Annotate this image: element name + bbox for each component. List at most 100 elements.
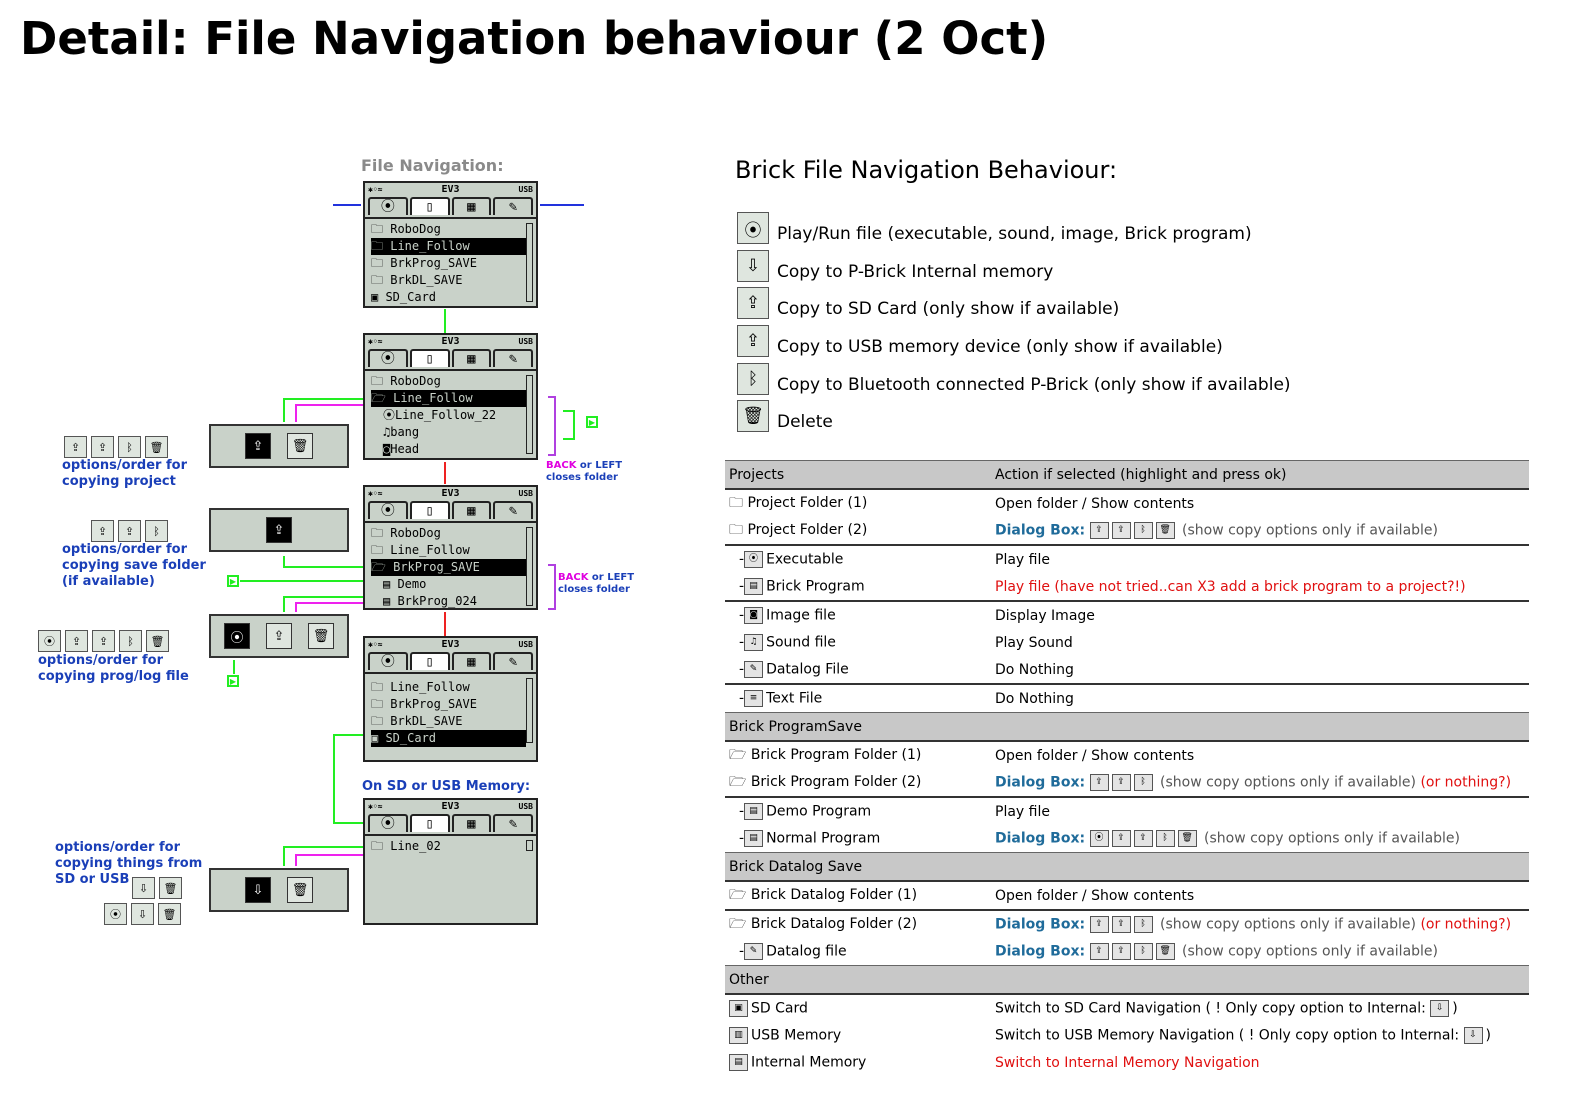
delete-icon: 🗑 (737, 400, 769, 432)
list-item[interactable]: ♫bang (383, 425, 420, 439)
apps-tab-icon[interactable]: ▦ (451, 197, 492, 215)
scrollbar[interactable] (526, 223, 533, 302)
brick-program-icon: ▤ (744, 578, 764, 595)
run-tab-icon[interactable]: ⦿ (368, 652, 408, 670)
ev3-label: EV3 (441, 183, 460, 195)
run-tab-icon[interactable]: ⦿ (368, 197, 408, 215)
usb-label: USB (518, 639, 533, 649)
settings-tab-icon[interactable]: ✎ (493, 197, 533, 215)
copy-bluetooth-icon: ᛒ (118, 436, 141, 458)
delete-icon: 🗑 (146, 630, 169, 652)
copy-internal-icon: ⇩ (1463, 1027, 1483, 1044)
list-item[interactable]: 🗀 BrkDL_SAVE (371, 714, 463, 728)
delete-icon[interactable]: 🗑 (287, 877, 313, 903)
scrollbar[interactable] (526, 840, 533, 851)
list-item[interactable]: ▤ Demo (383, 577, 427, 591)
run-tab-icon[interactable]: ⦿ (368, 501, 408, 519)
connector-line (283, 596, 363, 598)
play-marker-icon: ▶ (227, 575, 239, 587)
apps-tab-icon[interactable]: ▦ (451, 814, 492, 832)
list-item[interactable]: 🗁 Line_Follow (371, 390, 526, 407)
scrollbar[interactable] (526, 678, 533, 743)
list-item[interactable]: 🗀 RoboDog (371, 374, 441, 388)
list-item[interactable]: ▤ BrkProg_024 (383, 594, 477, 608)
list-item[interactable]: 🗀 Line_Follow (371, 543, 470, 557)
play-icon[interactable]: ⦿ (224, 623, 250, 649)
files-tab-icon[interactable]: ▯ (409, 197, 450, 215)
list-item[interactable]: 🗀 RoboDog (371, 222, 441, 236)
files-tab-icon[interactable]: ▯ (409, 501, 450, 519)
cell: Switch to SD Card Navigation ( ! Only co… (991, 993, 1529, 1022)
table-row: ▥USB Memory Switch to USB Memory Navigat… (725, 1022, 1529, 1049)
table-row: -♫Sound file Play Sound (725, 629, 1529, 656)
run-tab-icon[interactable]: ⦿ (368, 814, 408, 832)
run-tab-icon[interactable]: ⦿ (368, 349, 408, 367)
page-title: Detail: File Navigation behaviour (2 Oct… (20, 12, 1049, 65)
list-item[interactable]: 🗁 BrkProg_SAVE (371, 559, 526, 576)
settings-tab-icon[interactable]: ✎ (493, 652, 533, 670)
connector-line (295, 854, 363, 856)
list-item[interactable]: ▣ SD_Card (371, 730, 526, 747)
copy-sd-icon[interactable]: ⇪ (266, 623, 292, 649)
list-item[interactable]: 🗀 Line_Follow (371, 238, 526, 255)
copy-sd-icon: ⇪ (91, 520, 114, 542)
settings-tab-icon[interactable]: ✎ (493, 349, 533, 367)
list-item[interactable]: 🗀 BrkProg_SAVE (371, 697, 477, 711)
delete-icon: 🗑 (1177, 830, 1197, 847)
settings-tab-icon[interactable]: ✎ (493, 501, 533, 519)
section-header: Other (725, 965, 1529, 994)
copy-internal-icon[interactable]: ⇩ (245, 877, 271, 903)
files-tab-icon[interactable]: ▯ (409, 652, 450, 670)
delete-icon[interactable]: 🗑 (308, 623, 334, 649)
table-row: 🗁 Brick Datalog Folder (1) Open folder /… (725, 880, 1529, 910)
copy-sd-icon[interactable]: ⇪ (245, 433, 271, 459)
table-row: 🗁 Brick Program Folder (1) Open folder /… (725, 740, 1529, 769)
list-item[interactable]: 🗀 Line_Follow (371, 680, 470, 694)
settings-tab-icon[interactable]: ✎ (493, 814, 533, 832)
list-item[interactable]: 🗀 BrkDL_SAVE (371, 273, 463, 287)
files-tab-icon[interactable]: ▯ (409, 814, 450, 832)
table-row: ▤Internal Memory Switch to Internal Memo… (725, 1049, 1529, 1076)
list-item[interactable]: 🗀 BrkProg_SAVE (371, 256, 477, 270)
copy-usb-icon: ⇪ (92, 630, 115, 652)
datalog-file-icon: ✎ (744, 661, 764, 678)
cell: Dialog Box: ⇪⇪ᛒ (show copy options only … (995, 774, 1512, 791)
legend-copy-sd: ⇪Copy to SD Card (only show if available… (737, 287, 1119, 319)
table-row: -≡Text File Do Nothing (725, 683, 1529, 713)
delete-icon[interactable]: 🗑 (287, 433, 313, 459)
connector-line (283, 398, 363, 400)
scrollbar[interactable] (526, 527, 533, 606)
arrow-left (540, 204, 584, 206)
apps-tab-icon[interactable]: ▦ (451, 349, 492, 367)
section-header: Brick Datalog Save (725, 852, 1529, 881)
list-item[interactable]: ⦿Line_Follow_22 (383, 408, 497, 422)
connector-line (295, 854, 297, 866)
copy-usb-icon: ⇪ (118, 520, 141, 542)
copy-internal-icon: ⇩ (737, 250, 769, 282)
folder-icon: 🗁 (729, 746, 751, 763)
connector-line (295, 404, 297, 422)
files-tab-icon[interactable]: ▯ (409, 349, 450, 367)
copy-bluetooth-icon: ᛒ (1133, 916, 1153, 933)
cell: Do Nothing (991, 683, 1529, 713)
project-options-box: ⇪ 🗑 (209, 424, 349, 468)
list-item[interactable]: ▣ SD_Card (371, 290, 437, 304)
copy-sd-icon: ⇪ (1089, 916, 1109, 933)
list-item[interactable]: 🗀 RoboDog (371, 526, 441, 540)
apps-tab-icon[interactable]: ▦ (451, 652, 492, 670)
scrollbar[interactable] (526, 375, 533, 454)
copy-usb-icon: ⇪ (1111, 774, 1131, 791)
copy-sd-icon[interactable]: ⇪ (266, 517, 292, 543)
copy-usb-icon: ⇪ (1133, 830, 1153, 847)
list-item[interactable]: 🗀 Line_02 (371, 839, 441, 853)
list-item[interactable]: ◙Head (383, 442, 420, 456)
cell: Dialog Box: ⦿⇪⇪ᛒ🗑 (show copy options onl… (995, 830, 1460, 847)
connector-line (333, 822, 363, 824)
connector-line (283, 556, 285, 568)
play-icon: ⦿ (1089, 830, 1109, 847)
cell: -≡Text File (725, 683, 991, 713)
copy-internal-icon: ⇩ (131, 903, 154, 925)
delete-icon: 🗑 (158, 903, 181, 925)
apps-tab-icon[interactable]: ▦ (451, 501, 492, 519)
cell: 🗁 Brick Datalog Folder (2) (725, 909, 991, 938)
